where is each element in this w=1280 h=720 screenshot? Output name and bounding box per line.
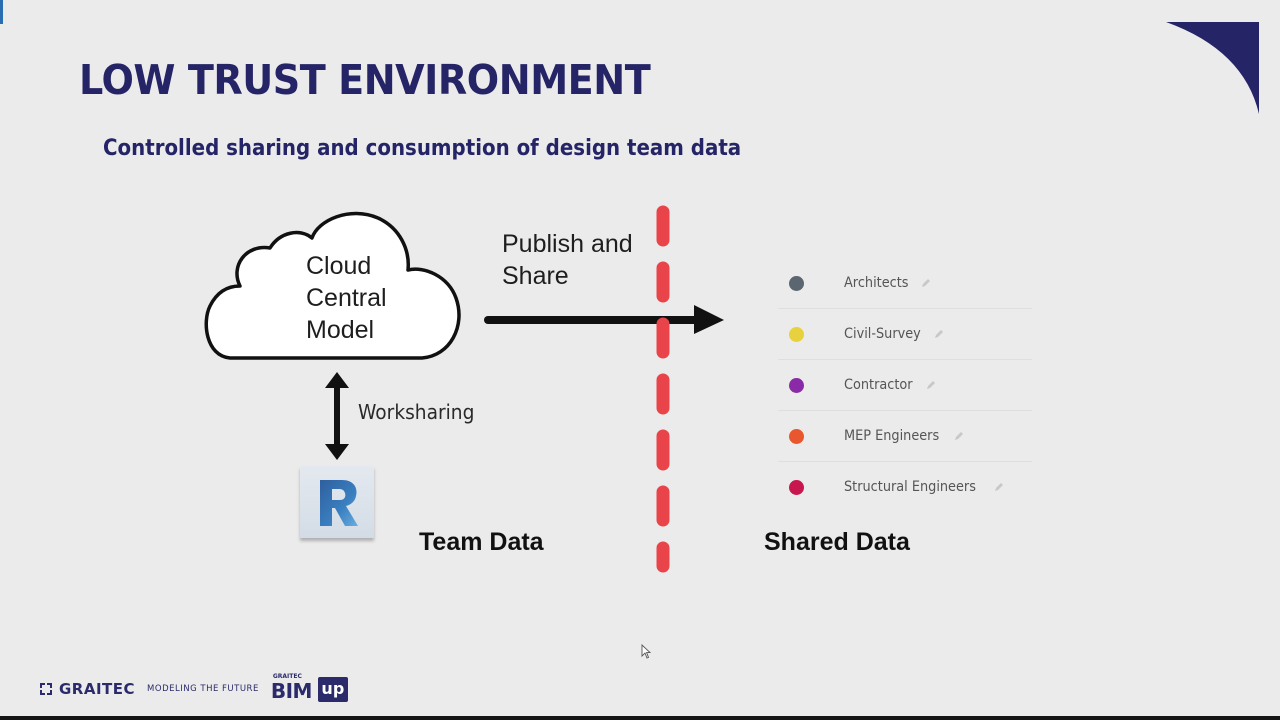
team-color-dot: [789, 428, 804, 444]
footer-branding: GRAITEC MODELING THE FUTURE GRAITEC BIM …: [38, 673, 349, 704]
cloud-central-model-label: Cloud Central Model: [306, 250, 387, 346]
cloud-label-line: Model: [306, 316, 375, 344]
team-item-structural-engineers[interactable]: Structural Engineers: [778, 462, 1032, 512]
bimup-logo: GRAITEC BIM up: [270, 673, 349, 704]
mouse-cursor-icon: [641, 644, 651, 659]
tagline: MODELING THE FUTURE: [147, 684, 259, 694]
team-color-dot: [789, 275, 804, 291]
edit-icon[interactable]: [933, 328, 945, 340]
team-name: Contractor: [844, 377, 913, 393]
double-headed-arrow-icon: [325, 372, 349, 460]
team-color-dot: [789, 377, 804, 393]
bimup-small-text: GRAITEC: [272, 673, 302, 680]
slide-subtitle: Controlled sharing and consumption of de…: [103, 136, 742, 161]
publish-label-line: Publish and: [502, 230, 633, 258]
slide-title: LOW TRUST ENVIRONMENT: [79, 56, 651, 104]
shared-teams-list: Architects Civil-Survey Contractor MEP E…: [778, 258, 1032, 512]
worksharing-label: Worksharing: [358, 400, 475, 424]
bottom-strip: [0, 716, 1280, 720]
graitec-wordmark: GRAITEC: [59, 680, 136, 698]
publish-and-share-label: Publish and Share: [502, 228, 633, 292]
team-color-dot: [789, 326, 804, 342]
edit-icon[interactable]: [920, 277, 932, 289]
cloud-label-line: Central: [306, 284, 387, 312]
trust-boundary-line: [656, 205, 670, 573]
cloud-icon: [204, 211, 461, 360]
bimup-badge: up: [317, 677, 348, 702]
right-arrow-icon: [484, 305, 724, 334]
team-item-architects[interactable]: Architects: [778, 258, 1032, 309]
cloud-label-line: Cloud: [306, 252, 372, 280]
team-item-contractor[interactable]: Contractor: [778, 360, 1032, 411]
corner-decoration: [1166, 22, 1259, 114]
graitec-logo-icon: [40, 683, 52, 695]
team-name: Structural Engineers: [844, 479, 976, 495]
shared-data-label: Shared Data: [764, 528, 910, 556]
left-edge-bar: [0, 0, 3, 24]
team-name: MEP Engineers: [844, 428, 940, 444]
bimup-main-text: BIM: [270, 679, 313, 703]
team-name: Architects: [844, 275, 909, 291]
edit-icon[interactable]: [993, 481, 1005, 493]
revit-icon: [300, 466, 374, 538]
publish-label-line: Share: [502, 262, 569, 290]
edit-icon[interactable]: [925, 379, 937, 391]
team-color-dot: [789, 479, 804, 495]
edit-icon[interactable]: [953, 430, 965, 442]
team-name: Civil-Survey: [844, 326, 921, 342]
team-data-label: Team Data: [419, 528, 544, 556]
team-item-mep-engineers[interactable]: MEP Engineers: [778, 411, 1032, 462]
team-item-civil-survey[interactable]: Civil-Survey: [778, 309, 1032, 360]
